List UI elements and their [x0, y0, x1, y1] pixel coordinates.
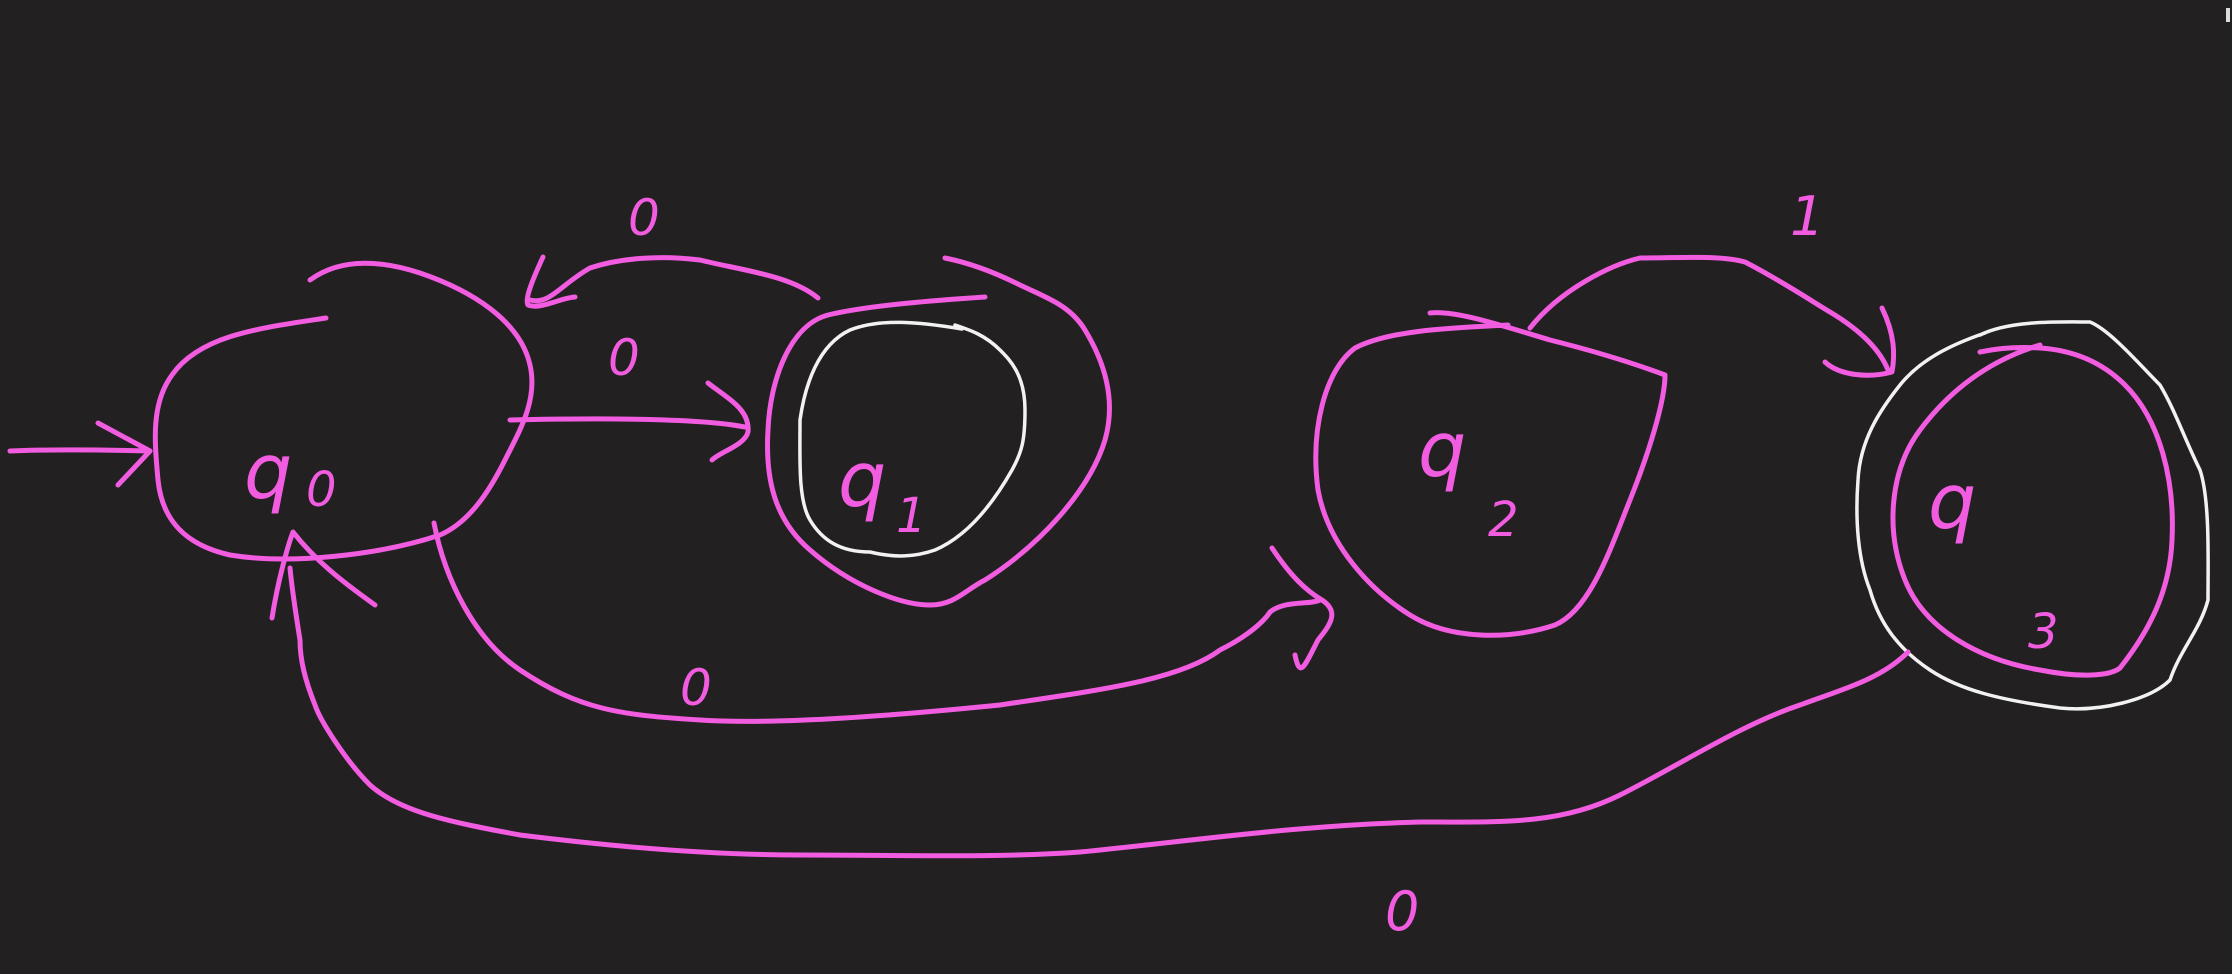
state-q2: q 2 — [1313, 310, 1668, 638]
transition-q0-q2: 0 — [431, 520, 1335, 724]
state-q1-subscript: 1 — [896, 488, 927, 544]
transition-q2-q3-symbol: 1 — [1790, 185, 1824, 248]
start-arrow — [7, 420, 153, 488]
transition-q1-q0-symbol: 0 — [628, 189, 660, 247]
state-q1-outer-ring — [765, 255, 1112, 608]
transition-q0-q2-symbol: 0 — [680, 659, 712, 717]
transition-q2-q3: 1 — [1527, 185, 1897, 378]
state-q1-inner-ring — [798, 320, 1027, 558]
transition-q3-q0: 0 — [269, 529, 1911, 943]
state-q0-label: q — [244, 427, 292, 516]
state-q1-label: q — [838, 435, 886, 524]
transition-q1-q0: 0 — [524, 189, 821, 309]
state-q3-outer-ring — [1855, 320, 2210, 711]
state-q0-circle — [152, 260, 535, 562]
state-q2-label: q — [1418, 405, 1466, 494]
state-q1: q 1 — [765, 255, 1112, 608]
state-q0: q 0 — [152, 260, 535, 562]
state-q2-circle — [1313, 310, 1668, 638]
state-q3-inner-ring — [1890, 342, 2175, 678]
state-q3-label: q — [1928, 457, 1976, 546]
state-q0-subscript: 0 — [306, 462, 337, 518]
transition-q3-q0-symbol: 0 — [1385, 880, 1419, 943]
state-q3-subscript: 3 — [2028, 604, 2059, 660]
transition-q0-q1: 0 — [507, 329, 751, 463]
transition-q0-q1-symbol: 0 — [608, 329, 640, 387]
corner-mark — [2226, 8, 2230, 22]
state-q3: q 3 — [1855, 320, 2210, 711]
state-q2-subscript: 2 — [1488, 492, 1519, 548]
